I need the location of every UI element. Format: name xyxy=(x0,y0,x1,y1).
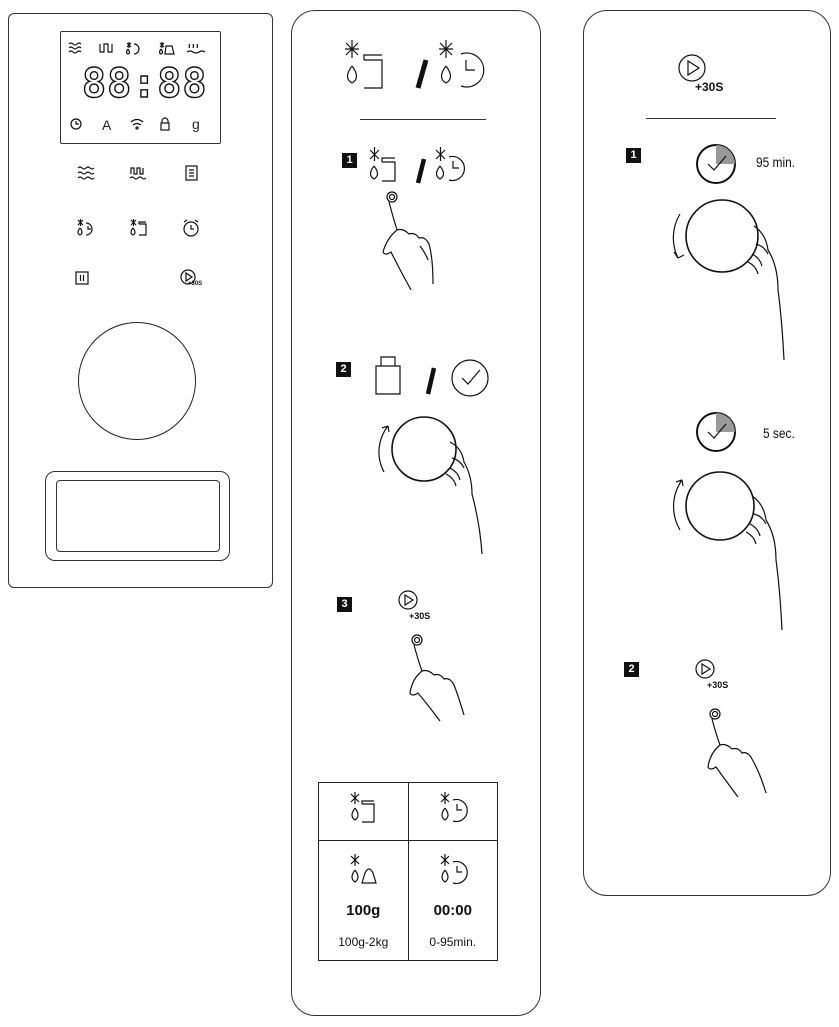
dial xyxy=(685,471,755,541)
microwave-button[interactable] xyxy=(76,164,98,184)
max-time-label: 95 min. xyxy=(756,154,796,170)
rotation-arrow xyxy=(673,479,683,531)
slash-divider xyxy=(425,367,437,395)
pause-button[interactable] xyxy=(74,270,92,288)
play-icon xyxy=(180,269,196,285)
dial xyxy=(685,199,759,273)
pressing-hand-3 xyxy=(707,708,767,798)
start-30s-label: +30S xyxy=(188,281,203,287)
step-3-label: +30S xyxy=(409,611,431,621)
start-30s-button[interactable] xyxy=(178,268,206,290)
defrost-weight-icon xyxy=(350,792,375,823)
table-cell-time-header xyxy=(407,782,498,841)
defrost-settings-table: 100g 100g-2kg 00:00 0-95min. xyxy=(318,782,498,961)
slash-divider xyxy=(415,59,429,89)
grill-icon xyxy=(99,43,113,53)
table-cell-weight-values: 100g 100g-2kg xyxy=(318,840,409,961)
start-30s-header-icon xyxy=(678,54,706,82)
header-divider xyxy=(360,119,486,120)
play-icon xyxy=(398,590,418,610)
menu-button[interactable] xyxy=(184,164,200,184)
step-2-badge: 2 xyxy=(336,362,351,377)
door-handle-outer[interactable] xyxy=(45,471,230,561)
defrost-weight-icon xyxy=(369,147,396,182)
pause-icon xyxy=(75,271,89,285)
time-range: 0-95min. xyxy=(429,934,477,949)
defrost-weight-icon xyxy=(130,219,147,236)
combi-icon xyxy=(186,43,206,54)
weight-default-value: 100g xyxy=(346,901,381,919)
start-30s-icon xyxy=(695,659,715,679)
door-handle-inner xyxy=(56,480,220,552)
microwave-icon xyxy=(77,166,95,180)
defrost-weight-icon xyxy=(345,40,383,89)
header-start-label: +30S xyxy=(695,80,724,94)
alarm-clock-icon xyxy=(183,219,199,237)
step-3-badge: 3 xyxy=(337,597,352,612)
b-step-1-badge: 1 xyxy=(626,148,641,163)
pressing-hand-2 xyxy=(409,634,465,722)
timer-icon-max xyxy=(696,144,736,184)
timer-button[interactable] xyxy=(181,218,203,240)
grill-icon xyxy=(129,167,147,180)
slash-divider xyxy=(415,158,427,184)
timer-sector xyxy=(716,145,735,164)
lcd-top-indicators xyxy=(68,42,206,55)
clock-icon xyxy=(70,118,82,130)
defrost-weight-icon xyxy=(158,42,175,55)
wifi-icon xyxy=(130,118,144,130)
weight-unit-indicator: g xyxy=(192,116,200,132)
play-icon xyxy=(695,659,715,679)
turning-hand-dial-1 xyxy=(378,416,483,555)
rotation-arrow xyxy=(378,425,389,473)
b-step-2-badge: 2 xyxy=(624,662,639,677)
weight-icon xyxy=(375,356,401,395)
lcd-digits: 88:88 xyxy=(81,60,208,107)
table-cell-time-values: 00:00 0-95min. xyxy=(407,840,498,961)
lock-icon xyxy=(160,117,170,131)
time-default-value: 00:00 xyxy=(433,901,472,919)
start-30s-icon xyxy=(398,590,418,610)
defrost-time-icon xyxy=(439,40,485,88)
control-dial[interactable] xyxy=(78,322,196,440)
table-cell-weight-header xyxy=(318,782,409,841)
quick-start-instruction-card xyxy=(583,10,831,896)
b-step-2-label: +30S xyxy=(707,680,729,690)
lcd-bottom-indicators xyxy=(70,117,170,131)
defrost-header-icons xyxy=(345,40,485,89)
lcd-display xyxy=(60,31,221,144)
defrost-time-icon xyxy=(435,147,466,182)
defrost-time-icon xyxy=(440,853,468,884)
defrost-time-icon xyxy=(77,219,93,236)
step-time-label: 5 sec. xyxy=(763,425,795,441)
defrost-by-time-button[interactable] xyxy=(75,218,97,240)
auto-indicator: A xyxy=(102,117,112,133)
dial xyxy=(391,416,457,482)
timer-icon xyxy=(451,359,489,397)
control-panel xyxy=(8,13,273,588)
play-icon xyxy=(678,54,706,82)
rotation-arrow xyxy=(672,213,681,259)
timer-sector xyxy=(716,413,735,432)
step-1-badge: 1 xyxy=(342,153,357,168)
grill-button[interactable] xyxy=(128,164,150,184)
defrost-weight-food-icon xyxy=(350,853,378,884)
pressing-hand-1 xyxy=(382,191,434,291)
weight-range: 100g-2kg xyxy=(338,934,389,949)
step-2-icons xyxy=(375,356,489,397)
turning-hand-dial-2 xyxy=(672,199,785,361)
turning-hand-dial-3 xyxy=(673,471,783,631)
defrost-time-icon xyxy=(125,42,140,55)
menu-icon xyxy=(185,165,198,181)
header-divider xyxy=(646,118,776,119)
defrost-time-icon xyxy=(440,792,468,823)
microwave-icon xyxy=(68,42,82,54)
timer-icon-step xyxy=(696,412,736,452)
step-1-icons xyxy=(369,147,466,184)
defrost-by-weight-button[interactable] xyxy=(128,218,150,240)
